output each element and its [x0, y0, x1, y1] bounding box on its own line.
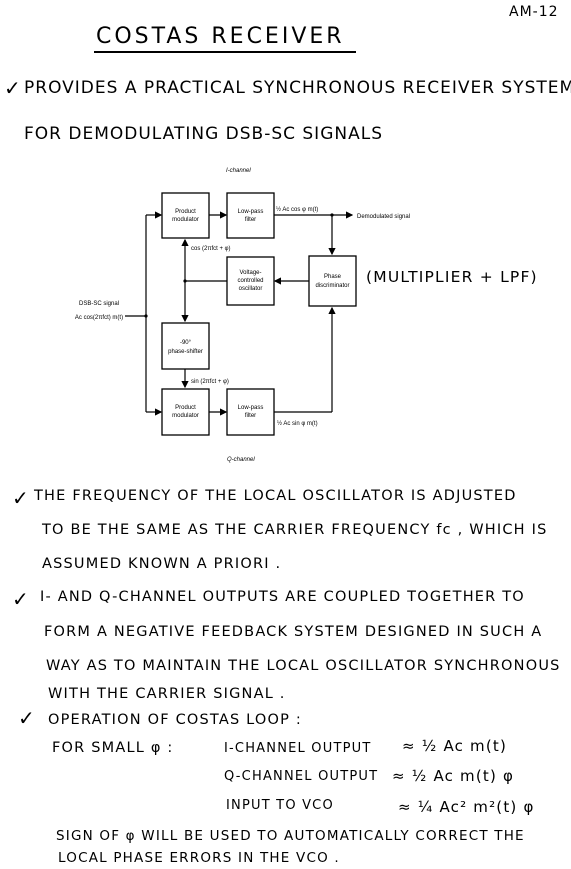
- ps-label-2: phase-shifter: [168, 349, 203, 355]
- lpf-top-label-2: filter: [245, 217, 256, 223]
- pd-label-1: Phase: [324, 274, 342, 280]
- page-number: AM-12: [509, 4, 559, 20]
- bullet-2-line-1: I- AND Q-CHANNEL OUTPUTS ARE COUPLED TOG…: [40, 589, 525, 605]
- q-channel-label: Q-channel: [227, 457, 255, 463]
- check-mark-icon: ✓: [4, 76, 21, 100]
- row1-expr: ≈ ½ Ac m(t): [402, 737, 508, 755]
- input-label-2: Ac cos(2πfct) m(t): [75, 315, 123, 321]
- pm-bottom-label-1: Product: [175, 405, 196, 411]
- small-phi-label: FOR SMALL φ :: [52, 740, 174, 756]
- vco-label-2: controlled: [237, 278, 263, 284]
- demod-signal-label: Demodulated signal: [357, 214, 410, 220]
- i-channel-label: I-channel: [226, 168, 251, 174]
- pm-bottom-label-2: modulator: [172, 413, 199, 419]
- lpf-top-label-1: Low-pass: [238, 209, 264, 215]
- page-title: COSTAS RECEIVER: [96, 24, 345, 49]
- multiplier-lpf-annotation: (MULTIPLIER + LPF): [366, 268, 538, 286]
- product-modulator-top: [161, 192, 210, 239]
- lpf-bottom-label-2: filter: [245, 413, 256, 419]
- conclusion-line-2: LOCAL PHASE ERRORS IN THE VCO .: [58, 850, 340, 866]
- check-mark-icon: ✓: [18, 706, 35, 730]
- bullet-1-line-1: THE FREQUENCY OF THE LOCAL OSCILLATOR IS…: [34, 488, 517, 504]
- ps-label-1: -90°: [180, 340, 192, 346]
- lpf-top: [226, 192, 275, 239]
- bullet-2-line-3: WAY AS TO MAINTAIN THE LOCAL OSCILLATOR …: [46, 658, 561, 674]
- vco-label-1: Voltage-: [239, 270, 261, 276]
- bullet-2-line-2: FORM A NEGATIVE FEEDBACK SYSTEM DESIGNED…: [44, 624, 543, 640]
- bullet-1-line-3: ASSUMED KNOWN A PRIORI .: [42, 556, 282, 572]
- input-label-1: DSB-SC signal: [79, 301, 119, 307]
- phase-shifter-box: [161, 322, 210, 370]
- q-output-label: ½ Ac sin φ m(t): [277, 420, 318, 427]
- product-modulator-bottom: [161, 388, 210, 436]
- pm-top-label-2: modulator: [172, 217, 199, 223]
- bullet-3-line-1: OPERATION OF COSTAS LOOP :: [48, 712, 302, 728]
- cos-label: cos (2πfct + φ): [191, 246, 231, 252]
- sin-label: sin (2πfct + φ): [191, 379, 229, 385]
- intro-line-1: PROVIDES A PRACTICAL SYNCHRONOUS RECEIVE…: [24, 78, 571, 98]
- pm-top-label-1: Product: [175, 209, 196, 215]
- row2-name: Q-CHANNEL OUTPUT: [224, 769, 379, 784]
- title-underline: [94, 51, 356, 53]
- bullet-2-line-4: WITH THE CARRIER SIGNAL .: [48, 686, 286, 702]
- row1-name: I-CHANNEL OUTPUT: [224, 741, 372, 756]
- vco-label-3: oscillator: [239, 286, 263, 292]
- row2-expr: ≈ ½ Ac m(t) φ: [392, 767, 515, 785]
- row3-name: INPUT TO VCO: [226, 798, 334, 813]
- check-mark-icon: ✓: [12, 587, 29, 611]
- intro-line-2: FOR DEMODULATING DSB-SC SIGNALS: [24, 124, 383, 144]
- i-output-label: ½ Ac cos φ m(t): [276, 206, 318, 213]
- lpf-bottom: [226, 388, 275, 436]
- row3-expr: ≈ ¼ Ac² m²(t) φ: [398, 798, 535, 816]
- lpf-bottom-label-1: Low-pass: [238, 405, 264, 411]
- check-mark-icon: ✓: [12, 486, 29, 510]
- phase-discriminator-box: [308, 255, 357, 307]
- conclusion-line-1: SIGN OF φ WILL BE USED TO AUTOMATICALLY …: [56, 828, 525, 844]
- bullet-1-line-2: TO BE THE SAME AS THE CARRIER FREQUENCY …: [42, 522, 548, 538]
- pd-label-2: discriminator: [315, 283, 349, 289]
